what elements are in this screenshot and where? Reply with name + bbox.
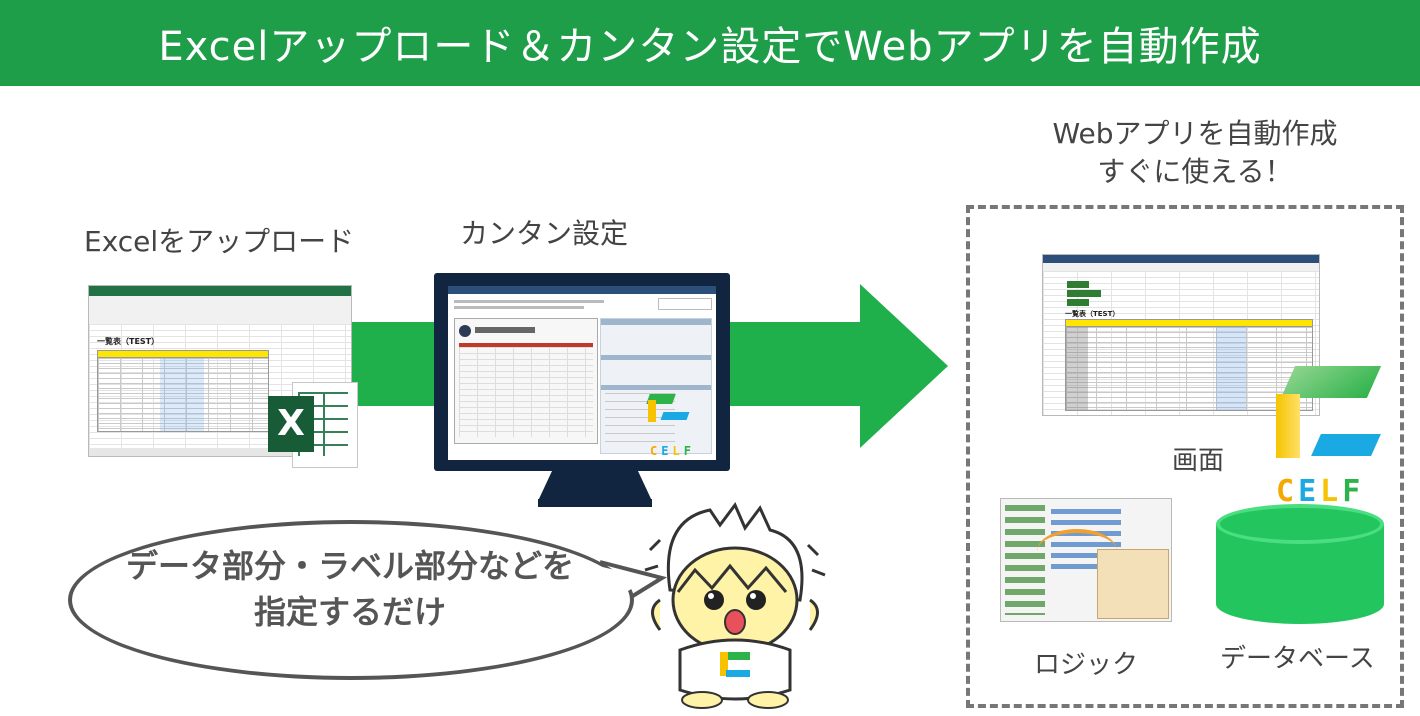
excel-data-table [97, 350, 269, 432]
celf-brand-mark [1276, 366, 1386, 462]
excel-selected-column [160, 358, 204, 431]
webapp-button-3 [1067, 299, 1089, 306]
webapp-data-table [1065, 319, 1313, 411]
title-banner: Excelアップロード＆カンタン設定でWebアプリを自動作成 [0, 0, 1420, 86]
upload-step-label: Excelをアップロード [84, 225, 355, 258]
logic-connector [1037, 529, 1117, 573]
excel-table-title: 一覧表（TEST） [97, 337, 160, 346]
webapp-title-bar [1043, 255, 1319, 263]
excel-table-header [98, 351, 268, 358]
result-title-line1: Webアプリを自動作成 [1052, 117, 1338, 150]
excel-sheet-tabs [89, 448, 351, 456]
webapp-selected-column [1216, 327, 1246, 410]
setup-step-label: カンタン設定 [460, 217, 629, 250]
flow-arrow-head [860, 284, 948, 448]
sheet-preview-panel [454, 318, 598, 444]
celf-logo: CELF [1276, 474, 1365, 509]
result-container [966, 205, 1404, 708]
setup-app-screen: CELF [448, 286, 716, 460]
webapp-button-1 [1067, 281, 1089, 288]
result-title-line2: すぐに使える！ [1097, 155, 1293, 188]
excel-table-rows [98, 358, 268, 431]
webapp-table-header [1066, 320, 1312, 327]
bubble-line-2: 指定するだけ [253, 593, 446, 631]
celf-logo-small: CELF [650, 444, 695, 458]
excel-icon-letter: X [277, 403, 305, 444]
speech-bubble-text: データ部分・ラベル部分などを 指定するだけ [80, 543, 620, 635]
excel-icon: X [268, 382, 358, 468]
celf-mark-small [646, 394, 690, 422]
webapp-screen-thumbnail: 一覧表（TEST） [1042, 254, 1320, 416]
webapp-gray-column [1066, 327, 1088, 410]
excel-title-bar [89, 286, 351, 296]
monitor-base [538, 499, 652, 507]
speech-bubble [68, 520, 634, 680]
webapp-table-title: 一覧表（TEST） [1065, 310, 1120, 318]
mascot-character [644, 502, 826, 709]
screen-caption: 画面 [1172, 446, 1225, 476]
logic-editor-thumbnail [1000, 498, 1172, 622]
database-icon [1216, 504, 1384, 624]
monitor-stand [538, 471, 652, 501]
webapp-table-rows [1066, 327, 1312, 410]
logic-caption: ロジック [1034, 650, 1139, 680]
excel-ribbon [89, 296, 351, 325]
webapp-button-2 [1067, 290, 1101, 297]
page-title: Excelアップロード＆カンタン設定でWebアプリを自動作成 [158, 24, 1262, 70]
app-title-bar [448, 286, 716, 294]
database-caption: データベース [1220, 644, 1375, 674]
bubble-line-1: データ部分・ラベル部分などを [125, 547, 574, 585]
settings-panel [600, 318, 712, 454]
